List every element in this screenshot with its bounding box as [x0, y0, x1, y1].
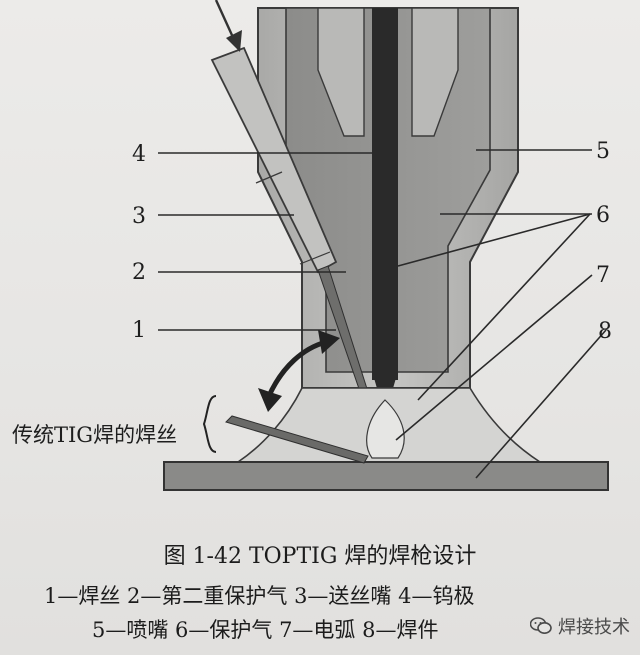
traditional-tig-wire: [225, 415, 369, 464]
figure-caption: 图 1-42 TOPTIG 焊的焊枪设计: [163, 544, 477, 569]
collet-left: [317, 7, 365, 137]
tungsten-electrode: [372, 8, 398, 380]
callout-8: 8: [598, 319, 612, 344]
watermark: 焊接技术: [530, 613, 630, 639]
torch-diagram: [158, 0, 609, 491]
arc: [366, 399, 405, 459]
rotation-arrow: [265, 339, 327, 400]
callout-7: 7: [596, 263, 610, 288]
legend-row-2: 5—喷嘴 6—保护气 7—电弧 8—焊件: [92, 618, 439, 642]
callout-4: 4: [132, 142, 146, 167]
workpiece: [163, 461, 609, 491]
callout-2: 2: [132, 260, 146, 285]
wire-feed-nozzle: [210, 46, 338, 274]
callout-3: 3: [132, 204, 146, 229]
wechat-icon: [530, 617, 552, 634]
collet-right: [411, 7, 459, 137]
callout-6: 6: [596, 203, 610, 228]
callout-1: 1: [132, 318, 146, 343]
watermark-text: 焊接技术: [558, 617, 630, 638]
callout-5: 5: [596, 139, 610, 164]
traditional-tig-wire-label: 传统TIG焊的焊丝: [12, 423, 178, 447]
legend-row-1: 1—焊丝 2—第二重保护气 3—送丝嘴 4—钨极: [44, 584, 475, 608]
